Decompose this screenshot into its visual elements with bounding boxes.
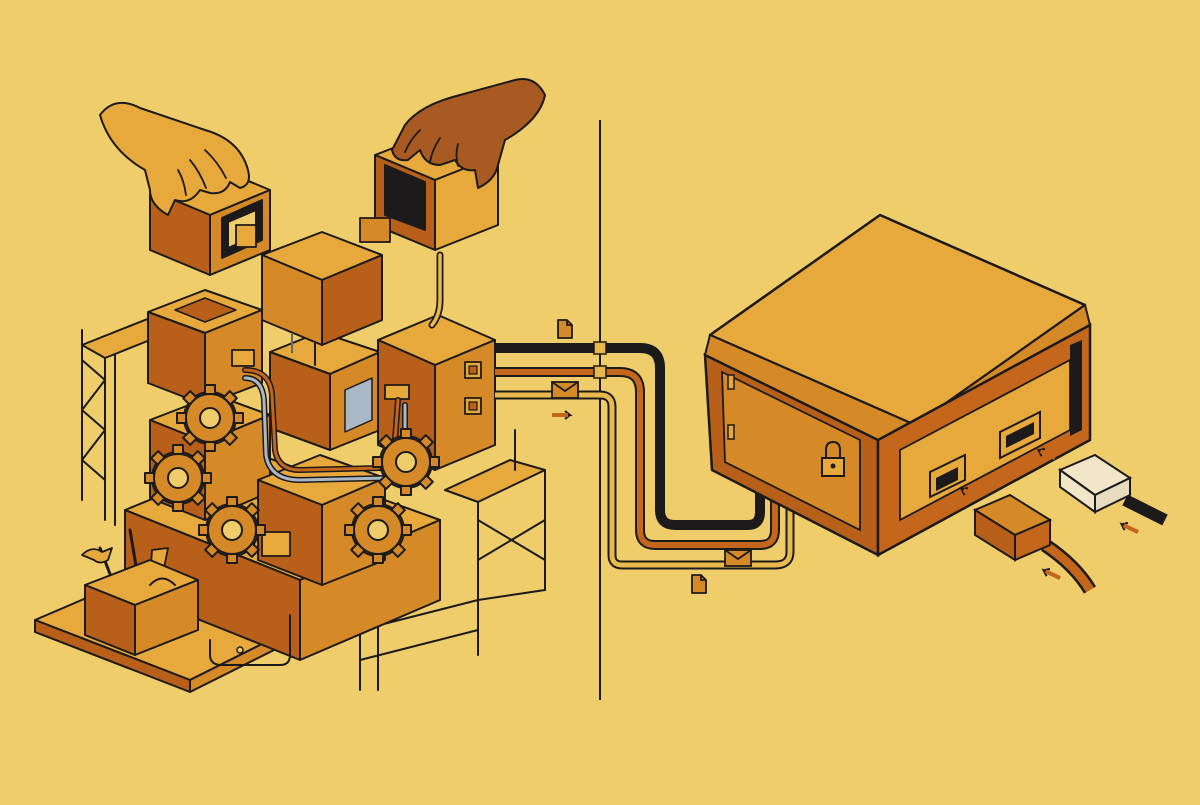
rj45-port[interactable] [929, 453, 966, 499]
document-icon [691, 574, 707, 594]
rj45-plug-icon[interactable] [972, 493, 1097, 594]
arrow-right-icon [1040, 565, 1063, 583]
hand-right-icon [391, 78, 546, 189]
document-icon [557, 319, 573, 339]
secure-box [703, 213, 1092, 558]
scaffold-right [359, 429, 546, 691]
gear-icon [176, 384, 244, 452]
toolbox-icon [81, 528, 199, 656]
gear-icon [144, 444, 212, 512]
envelope-icon [724, 549, 752, 567]
padlock-icon [821, 440, 845, 477]
usb-port[interactable] [999, 410, 1041, 460]
gear-icon [198, 496, 266, 564]
gear-icon [372, 428, 440, 496]
gear-icon [344, 496, 412, 564]
usb-plug-icon[interactable] [1057, 453, 1168, 526]
center-column [269, 331, 381, 451]
floating-cube [261, 231, 383, 346]
wrench-icon [81, 547, 113, 564]
hand-left-icon [99, 101, 250, 216]
arrow-right-icon [1118, 519, 1141, 537]
data-cables [495, 341, 795, 570]
envelope-icon [551, 381, 579, 399]
arrow-right-icon [551, 410, 571, 420]
machine-assembly [34, 78, 546, 693]
